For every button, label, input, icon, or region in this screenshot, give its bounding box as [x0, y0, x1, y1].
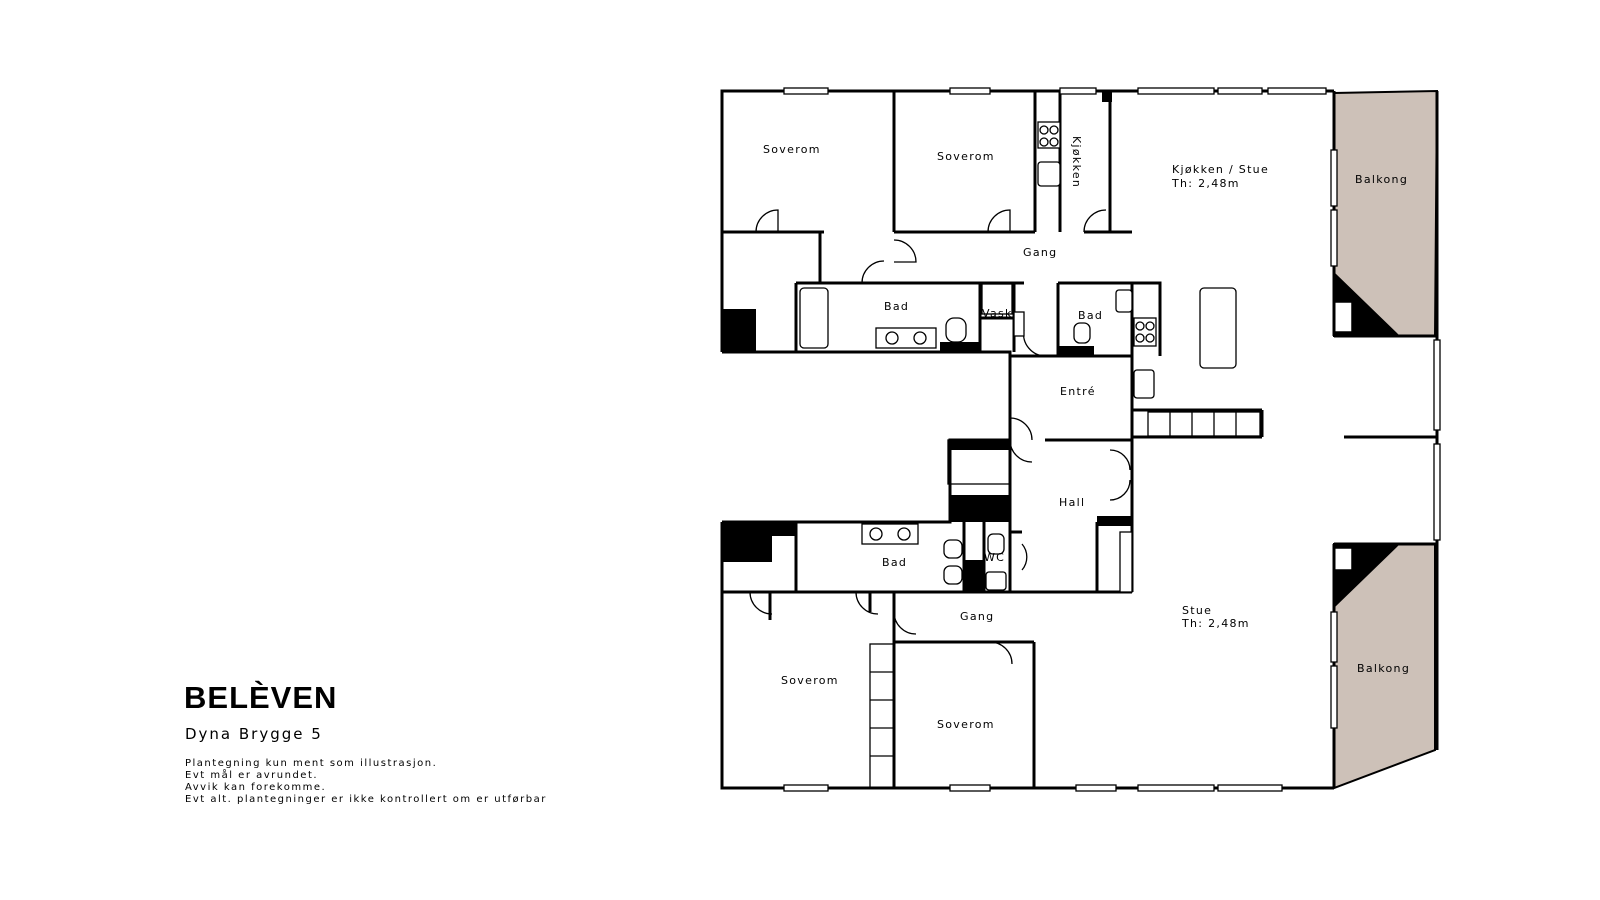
room-kjokken-stue: Kjøkken / Stue [1172, 163, 1269, 176]
room-balkong-bottom: Balkong [1357, 662, 1410, 675]
room-gang-bottom: Gang [960, 610, 994, 623]
wall-fills [722, 90, 1133, 592]
room-labels: Soverom Soverom Kjøkken Kjøkken / Stue T… [763, 136, 1410, 731]
room-hall: Hall [1059, 496, 1085, 509]
fixtures [799, 121, 1261, 789]
room-entre: Entré [1060, 385, 1096, 398]
room-bad-mid: Bad [1078, 309, 1103, 322]
room-bad-top: Bad [884, 300, 909, 313]
disclaimer-line: Evt alt. plantegninger er ikke kontrolle… [185, 794, 547, 805]
disclaimer-line: Evt mål er avrundet. [185, 770, 319, 781]
room-vask: Vask [982, 307, 1013, 320]
property-address: Dyna Brygge 5 [185, 725, 323, 743]
room-kjokken: Kjøkken [1070, 136, 1083, 188]
room-bad-bottom: Bad [882, 556, 907, 569]
windows [783, 87, 1441, 792]
bathtub [799, 287, 829, 349]
room-wc: WC [984, 551, 1005, 564]
room-soverom-nw: Soverom [763, 143, 821, 156]
room-gang-top: Gang [1023, 246, 1057, 259]
room-soverom-sw: Soverom [781, 674, 839, 687]
balconies [1333, 89, 1439, 790]
kitchen-island [1199, 287, 1237, 369]
room-soverom-n: Soverom [937, 150, 995, 163]
room-stue: Stue [1182, 604, 1212, 617]
room-stue-height: Th: 2,48m [1181, 617, 1250, 630]
disclaimer-line: Avvik kan forekomme. [185, 782, 327, 793]
room-kjokken-stue-height: Th: 2,48m [1171, 177, 1240, 190]
disclaimer-line: Plantegning kun ment som illustrasjon. [185, 758, 438, 769]
room-balkong-top: Balkong [1355, 173, 1408, 186]
room-soverom-s: Soverom [937, 718, 995, 731]
doors [749, 209, 1131, 665]
disclaimer: Plantegning kun ment som illustrasjon. E… [185, 758, 547, 806]
brand-logo: BELÈVEN [184, 680, 338, 715]
